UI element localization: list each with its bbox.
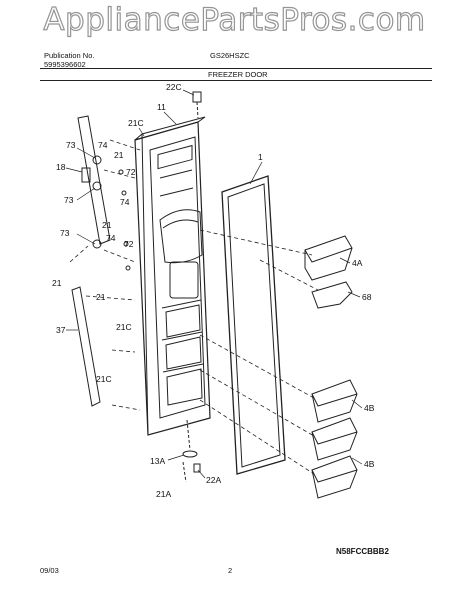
egg-tray-68 xyxy=(311,281,353,309)
callout-13a: 13A xyxy=(150,456,165,466)
screw-lower xyxy=(92,239,102,249)
callout-4a: 4A xyxy=(352,258,363,268)
screw-middle xyxy=(92,181,102,191)
door-liner xyxy=(149,136,206,419)
callout-73-b: 73 xyxy=(64,195,74,205)
hinge-pin-22c xyxy=(192,91,202,103)
footer-date: 09/03 xyxy=(40,566,59,575)
dispenser-chute xyxy=(169,261,199,299)
callout-21-a: 21 xyxy=(114,150,124,160)
door-panel xyxy=(134,121,211,436)
section-title: FREEZER DOOR xyxy=(208,70,268,79)
drawing-code: N58FCCBBB2 xyxy=(336,547,389,556)
callout-74-b: 74 xyxy=(120,197,130,207)
callout-73-c: 73 xyxy=(60,228,70,238)
door-bin-4b-3 xyxy=(311,455,358,499)
callout-21c-low: 21C xyxy=(96,374,112,384)
liner-shelf-1 xyxy=(165,304,201,338)
callout-21c-top: 21C xyxy=(128,118,144,128)
bushing-22a xyxy=(193,463,201,473)
callout-1: 1 xyxy=(258,152,263,162)
liner-shelf-3 xyxy=(166,368,203,406)
callout-4b-a: 4B xyxy=(364,403,375,413)
callout-21a: 21A xyxy=(156,489,171,499)
callout-72-a: 72 xyxy=(126,167,136,177)
door-gasket xyxy=(221,175,286,475)
handle-bracket-upper xyxy=(77,115,111,245)
door-vent xyxy=(157,144,193,170)
screw-upper xyxy=(92,155,102,165)
header-rule-bottom xyxy=(40,80,432,81)
bracket-18 xyxy=(81,167,91,183)
handle-trim-37 xyxy=(71,286,101,407)
dispenser-housing xyxy=(159,209,203,264)
footer-page: 2 xyxy=(228,566,233,575)
door-bin-4b-1 xyxy=(311,379,358,423)
bottom-hinge-13a xyxy=(182,450,198,458)
callout-21-b: 21 xyxy=(102,220,112,230)
callout-21-left: 21 xyxy=(52,278,62,288)
publication-number: 5995396602 xyxy=(44,60,86,69)
publication-label: Publication No. xyxy=(44,51,95,60)
callout-18: 18 xyxy=(56,162,66,172)
watermark-logo: AppliancePartsPros.com xyxy=(43,1,426,38)
callout-22a: 22A xyxy=(206,475,221,485)
callout-4b-b: 4B xyxy=(364,459,375,469)
liner-shelf-2 xyxy=(165,336,202,370)
callout-74-a: 74 xyxy=(98,140,108,150)
door-bin-4b-2 xyxy=(311,417,358,461)
callout-11: 11 xyxy=(157,102,166,112)
callout-21-mid: 21 xyxy=(96,292,106,302)
door-edge xyxy=(134,116,206,141)
model-number: GS26HSZC xyxy=(210,51,250,60)
header-rule-top xyxy=(40,68,432,69)
callout-68: 68 xyxy=(362,292,372,302)
callout-73-a: 73 xyxy=(66,140,76,150)
callout-72-b: 72 xyxy=(124,239,134,249)
door-bin-4a xyxy=(304,235,353,281)
callout-74-c: 74 xyxy=(106,233,116,243)
callout-37: 37 xyxy=(56,325,66,335)
callout-22c: 22C xyxy=(166,82,182,92)
callout-21c-mid: 21C xyxy=(116,322,132,332)
